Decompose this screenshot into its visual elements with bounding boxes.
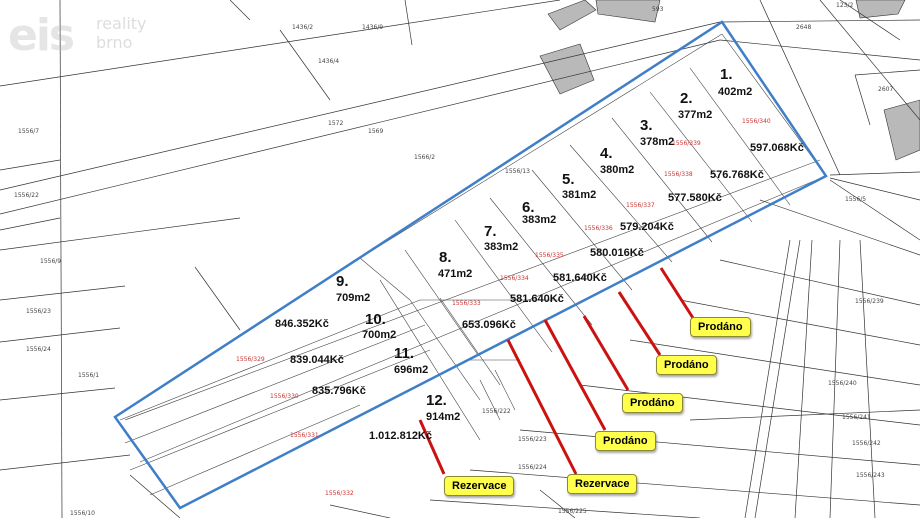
parcel-label: 1556/5 <box>845 196 867 203</box>
plot-number: 5. <box>562 171 575 188</box>
plot-price: 581.640Kč <box>510 293 564 305</box>
plot-number: 11. <box>394 345 415 362</box>
parcel-label-red: 1556/337 <box>626 202 655 209</box>
parcel-label: 1556/1 <box>78 372 100 379</box>
status-tag-sold: Prodáno <box>622 393 683 413</box>
status-tag-reserved: Rezervace <box>567 474 638 494</box>
site-boundary <box>113 20 828 510</box>
plot-area: 381m2 <box>562 189 597 201</box>
parcel-label-red: 1556/339 <box>672 140 701 147</box>
parcel-label: 123/2 <box>836 2 854 9</box>
parcel-label: 1556/243 <box>856 472 885 479</box>
parcel-label: 1556/240 <box>828 380 857 387</box>
parcel-label: 1556/223 <box>518 436 547 443</box>
status-tag-sold: Prodáno <box>690 317 751 337</box>
plot-number: 2. <box>680 90 693 107</box>
parcel-label: 1556/23 <box>26 308 51 315</box>
parcel-label: 1556/224 <box>518 464 547 471</box>
parcel-label-red: 1556/335 <box>535 252 564 259</box>
parcel-label: 1569 <box>368 128 384 135</box>
parcel-label: 1572 <box>328 120 344 127</box>
parcel-label: 593 <box>652 6 664 13</box>
plot-lines <box>119 33 827 496</box>
plot-area: 402m2 <box>718 86 753 98</box>
parcel-label: 1556/24 <box>26 346 51 353</box>
watermark-logo: eis <box>8 10 75 61</box>
plot-area: 380m2 <box>600 164 635 176</box>
parcel-label: 1556/225 <box>558 508 587 515</box>
watermark-text: reality brno <box>96 14 147 53</box>
plot-area: 378m2 <box>640 136 675 148</box>
plot-area: 377m2 <box>678 109 713 121</box>
status-tag-sold: Prodáno <box>656 355 717 375</box>
parcel-label: 1436/2 <box>292 24 314 31</box>
plot-area: 709m2 <box>336 292 371 304</box>
parcel-label-red: 1556/336 <box>584 225 613 232</box>
parcel-label: 1436/9 <box>362 24 384 31</box>
plot-price: 576.768Kč <box>710 169 764 181</box>
parcel-label: 1556/222 <box>482 408 511 415</box>
parcel-label: 1556/242 <box>852 440 881 447</box>
status-tag-sold: Prodáno <box>595 431 656 451</box>
parcel-label: 2607 <box>878 86 894 93</box>
plot-price: 577.580Kč <box>668 192 722 204</box>
building <box>595 0 661 23</box>
parcel-label-red: 1556/330 <box>270 393 299 400</box>
plot-number: 7. <box>484 223 497 240</box>
plot-price: 580.016Kč <box>590 247 644 259</box>
plot-price: 597.068Kč <box>750 142 804 154</box>
plot-number: 3. <box>640 117 653 134</box>
parcel-label: 1556/22 <box>14 192 39 199</box>
parcel-label-red: 1556/333 <box>452 300 481 307</box>
parcel-label: 1556/239 <box>855 298 884 305</box>
plot-price: 579.204Kč <box>620 221 674 233</box>
building <box>883 99 920 161</box>
status-tag-reserved: Rezervace <box>444 476 515 496</box>
parcel-label: 2648 <box>796 24 812 31</box>
plot-area: 471m2 <box>438 268 473 280</box>
plot-number: 9. <box>336 273 349 290</box>
plot-price: 653.096Kč <box>462 319 516 331</box>
building <box>547 0 597 31</box>
plot-price: 835.796Kč <box>312 385 366 397</box>
parcel-label-red: 1556/331 <box>290 432 319 439</box>
parcel-label-red: 1556/329 <box>236 356 265 363</box>
plot-price: 846.352Kč <box>275 318 329 330</box>
parcel-label: 1556/10 <box>70 510 95 517</box>
plot-number: 12. <box>426 392 447 409</box>
parcel-label: 1556/241 <box>842 414 871 421</box>
parcel-label-red: 1556/332 <box>325 490 354 497</box>
parcel-label-red: 1556/334 <box>500 275 529 282</box>
plot-area: 383m2 <box>522 214 557 226</box>
parcel-label: 1556/7 <box>18 128 40 135</box>
parcel-label: 1566/2 <box>414 154 436 161</box>
plot-area: 696m2 <box>394 364 429 376</box>
parcel-label: 1556/9 <box>40 258 62 265</box>
plot-number: 4. <box>600 145 613 162</box>
plot-area: 383m2 <box>484 241 519 253</box>
plot-area: 700m2 <box>362 329 397 341</box>
plot-number: 1. <box>720 66 733 83</box>
plot-number: 6. <box>522 199 535 216</box>
pointer-lines <box>418 267 695 475</box>
building <box>855 0 906 19</box>
plot-price: 839.044Kč <box>290 354 344 366</box>
plot-number: 8. <box>439 249 452 266</box>
plot-number: 10. <box>365 311 386 328</box>
plot-price: 581.640Kč <box>553 272 607 284</box>
building <box>539 43 595 95</box>
parcel-label: 1556/13 <box>505 168 530 175</box>
parcel-label-red: 1556/340 <box>742 118 771 125</box>
parcel-label: 1436/4 <box>318 58 340 65</box>
plot-price: 1.012.812Kč <box>369 430 432 442</box>
parcel-label-red: 1556/338 <box>664 171 693 178</box>
plot-area: 914m2 <box>426 411 461 423</box>
